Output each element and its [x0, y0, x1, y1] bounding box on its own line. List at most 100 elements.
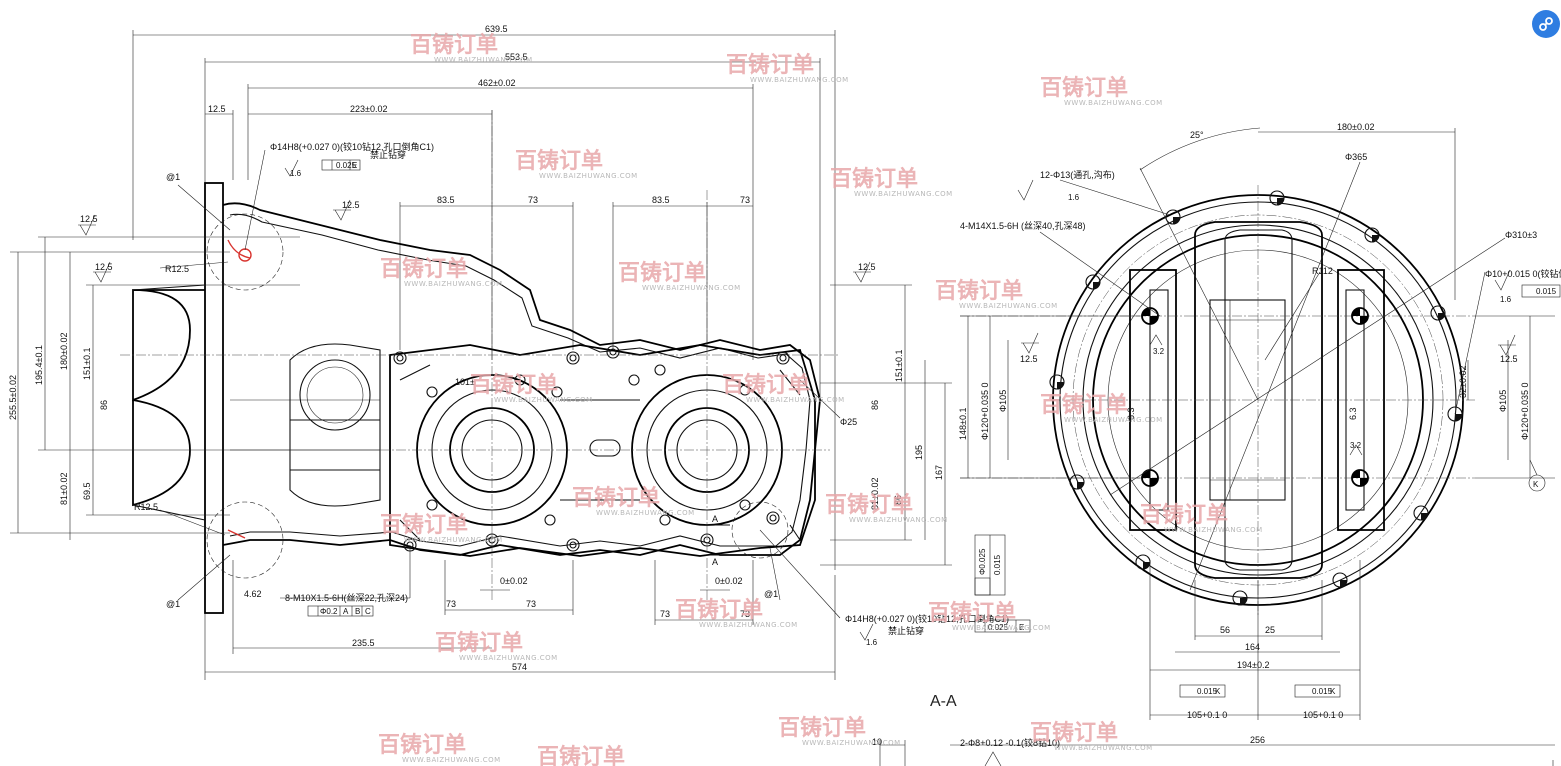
- section-A-top: A: [712, 514, 718, 524]
- watermark-url: WWW.BAIZHUWANG.COM: [1064, 99, 1163, 107]
- dim-151-left: 151±0.1: [82, 348, 92, 380]
- left-view: [10, 30, 1031, 680]
- watermark-url: WWW.BAIZHUWANG.COM: [596, 509, 695, 517]
- watermark-url: WWW.BAIZHUWANG.COM: [699, 621, 798, 629]
- bottom-phi8-note: 2-Φ8+0.12 -0.1(铰8钻10): [960, 737, 1060, 748]
- dim-83-5-b: 83.5: [652, 195, 670, 205]
- watermark-url: WWW.BAIZHUWANG.COM: [952, 624, 1051, 632]
- ra-m13: 1.6: [1068, 193, 1080, 202]
- tol-circle: Φ0.025: [978, 548, 987, 575]
- tol-015-right: 0.015: [1536, 287, 1557, 296]
- watermark-brand: 百铸订单: [1030, 720, 1118, 746]
- dim-101: 101±: [455, 377, 475, 387]
- watermark-url: WWW.BAIZHUWANG.COM: [750, 76, 849, 84]
- dim-105-a: 105+0.1 0: [1187, 710, 1227, 720]
- dim-phi120-right: Φ120+0.035 0: [1520, 383, 1530, 440]
- tol-025-top: 0.025: [336, 161, 357, 170]
- watermark-brand: 百铸订单: [410, 32, 498, 58]
- dim-phi310: Φ310±3: [1505, 230, 1537, 240]
- tol-02: Φ0.2: [320, 607, 338, 616]
- dim-462: 462±0.02: [478, 78, 515, 88]
- dim-167: 167: [934, 465, 944, 480]
- dim-105-b: 105+0.1 0: [1303, 710, 1343, 720]
- watermark-url: WWW.BAIZHUWANG.COM: [459, 654, 558, 662]
- ra-63-left: 6.3: [1126, 407, 1136, 420]
- dim-phi25: Φ25: [840, 417, 857, 427]
- watermark-brand: 百铸订单: [380, 512, 468, 538]
- dim-69: 69.5: [82, 482, 92, 500]
- watermark-brand: 百铸订单: [675, 597, 763, 623]
- watermark-url: WWW.BAIZHUWANG.COM: [539, 172, 638, 180]
- watermark-url: WWW.BAIZHUWANG.COM: [746, 396, 845, 404]
- watermark-brand: 百铸订单: [722, 372, 810, 398]
- watermark-url: WWW.BAIZHUWANG.COM: [642, 284, 741, 292]
- watermark-brand: 百铸订单: [1040, 75, 1128, 101]
- watermark-url: WWW.BAIZHUWANG.COM: [402, 756, 501, 764]
- dim-10: 10: [872, 737, 882, 747]
- flat-015-b: 0.015: [1312, 687, 1333, 696]
- watermark-brand: 百铸订单: [726, 52, 814, 78]
- watermark-url: WWW.BAIZHUWANG.COM: [404, 536, 503, 544]
- watermark-brand: 百铸订单: [778, 715, 866, 741]
- watermark-brand: 百铸订单: [572, 485, 660, 511]
- watermark-brand: 百铸订单: [378, 732, 466, 758]
- tol-C: C: [365, 607, 371, 616]
- watermark-brand: 百铸订单: [380, 256, 468, 282]
- watermark-url: WWW.BAIZHUWANG.COM: [959, 302, 1058, 310]
- watermark-brand: 百铸订单: [537, 744, 625, 766]
- watermark-url: WWW.BAIZHUWANG.COM: [854, 190, 953, 198]
- dim-180-right: 180±0.02: [1337, 122, 1374, 132]
- dim-83-5-a: 83.5: [437, 195, 455, 205]
- dim-256: 256: [1250, 735, 1265, 745]
- watermark-brand: 百铸订单: [830, 166, 918, 192]
- ra-12-5-left-r: 12.5: [1020, 354, 1038, 364]
- watermark-url: WWW.BAIZHUWANG.COM: [849, 516, 948, 524]
- ra-12-5-right-r: 12.5: [1500, 354, 1518, 364]
- dim-195-right: 195: [914, 445, 924, 460]
- dim-phi120-left: Φ120+0.035 0: [980, 383, 990, 440]
- tol-025-bot: 0.025: [988, 623, 1009, 632]
- dim-angle: 25°: [1190, 130, 1204, 140]
- dim-25: 25: [1265, 625, 1275, 635]
- no-through-top: 禁止钻穿: [370, 149, 406, 160]
- at1-top: @1: [166, 172, 180, 182]
- dim-235: 235.5: [352, 638, 375, 648]
- watermark-url: WWW.BAIZHUWANG.COM: [434, 56, 533, 64]
- phi10-note: Φ10+0.015 0(铰钻倒角0.5): [1485, 268, 1561, 279]
- share-link-icon: [1539, 17, 1553, 31]
- dim-223: 223±0.02: [350, 104, 387, 114]
- watermark-brand: 百铸订单: [470, 372, 558, 398]
- watermark-brand: 百铸订单: [1140, 502, 1228, 528]
- dim-phi365: Φ365: [1345, 152, 1367, 162]
- dim-56: 56: [1220, 625, 1230, 635]
- dim-148: 148±0.1: [958, 408, 968, 440]
- dim-0-02-b: 0±0.02: [715, 576, 742, 586]
- dim-12-5-left2: 12.5: [95, 262, 113, 272]
- m13-note: 12-Φ13(通孔,沟布): [1040, 169, 1115, 180]
- dim-r112: R112: [1312, 266, 1333, 276]
- ra-63-right: 6.3: [1348, 407, 1358, 420]
- watermark-brand: 百铸订单: [618, 260, 706, 286]
- ra-top: 1.6: [290, 169, 302, 178]
- dim-255: 255.5±0.02: [8, 375, 18, 420]
- tol-E-bot: E: [1019, 623, 1024, 632]
- watermark-url: WWW.BAIZHUWANG.COM: [1164, 526, 1263, 534]
- ra-bot: 1.6: [866, 638, 878, 647]
- m14-note: 4-M14X1.5-6H (丝深40,孔深48): [960, 220, 1086, 231]
- watermark-brand: 百铸订单: [1040, 392, 1128, 418]
- at1-right: @1: [764, 589, 778, 599]
- dim-81-left: 81±0.02: [59, 473, 69, 505]
- tol-A: A: [343, 607, 349, 616]
- phi14-bot-note: Φ14H8(+0.027 0)(铰10钻12,孔口倒角C1): [845, 613, 1009, 624]
- dim-151-right: 151±0.1: [894, 350, 904, 382]
- flat-K-a: K: [1215, 687, 1221, 696]
- section-A-bot: A: [712, 557, 718, 567]
- share-button[interactable]: [1532, 10, 1560, 38]
- flat-K-b: K: [1330, 687, 1336, 696]
- dim-195: 195.4±0.1: [34, 345, 44, 385]
- m10-note: 8-M10X1.5-6H(丝深22,孔深24): [285, 592, 408, 603]
- dim-73-a: 73: [528, 195, 538, 205]
- bolt-holes: [393, 345, 790, 552]
- dim-553: 553.5: [505, 52, 528, 62]
